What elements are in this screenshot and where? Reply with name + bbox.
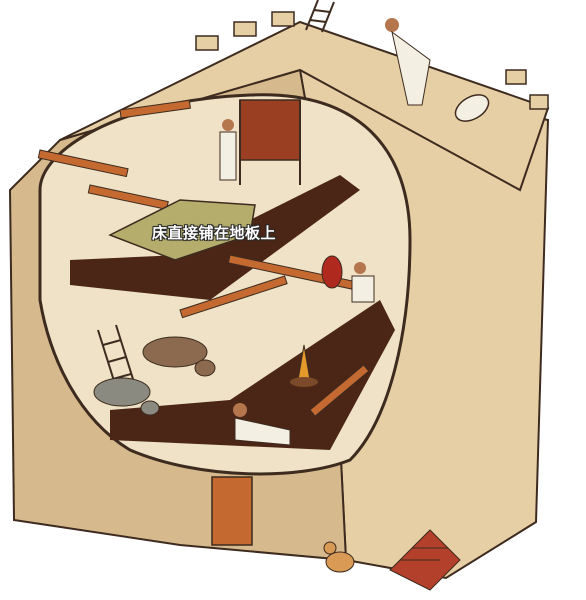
loom-icon (239, 99, 301, 185)
person-grinding-icon (233, 403, 291, 446)
cow-icon (142, 336, 216, 377)
person-kneeling-icon (351, 262, 375, 303)
dog-icon (323, 541, 355, 573)
brick-stairs-icon (389, 529, 461, 591)
person-icon (219, 119, 237, 181)
fire-icon (290, 344, 318, 387)
rolling-stone-icon (454, 94, 490, 122)
doorway (211, 476, 253, 546)
ground-floor (110, 300, 395, 450)
roof-ladder-icon (305, 0, 335, 33)
bed (108, 199, 256, 261)
person-on-roof-icon (385, 18, 431, 106)
ceiling-beams (37, 99, 370, 417)
donkey-icon (93, 377, 160, 416)
bed-caption: 床直接铺在地板上 (152, 224, 277, 242)
roof-parapet (195, 11, 549, 110)
jar-icon (321, 255, 343, 289)
